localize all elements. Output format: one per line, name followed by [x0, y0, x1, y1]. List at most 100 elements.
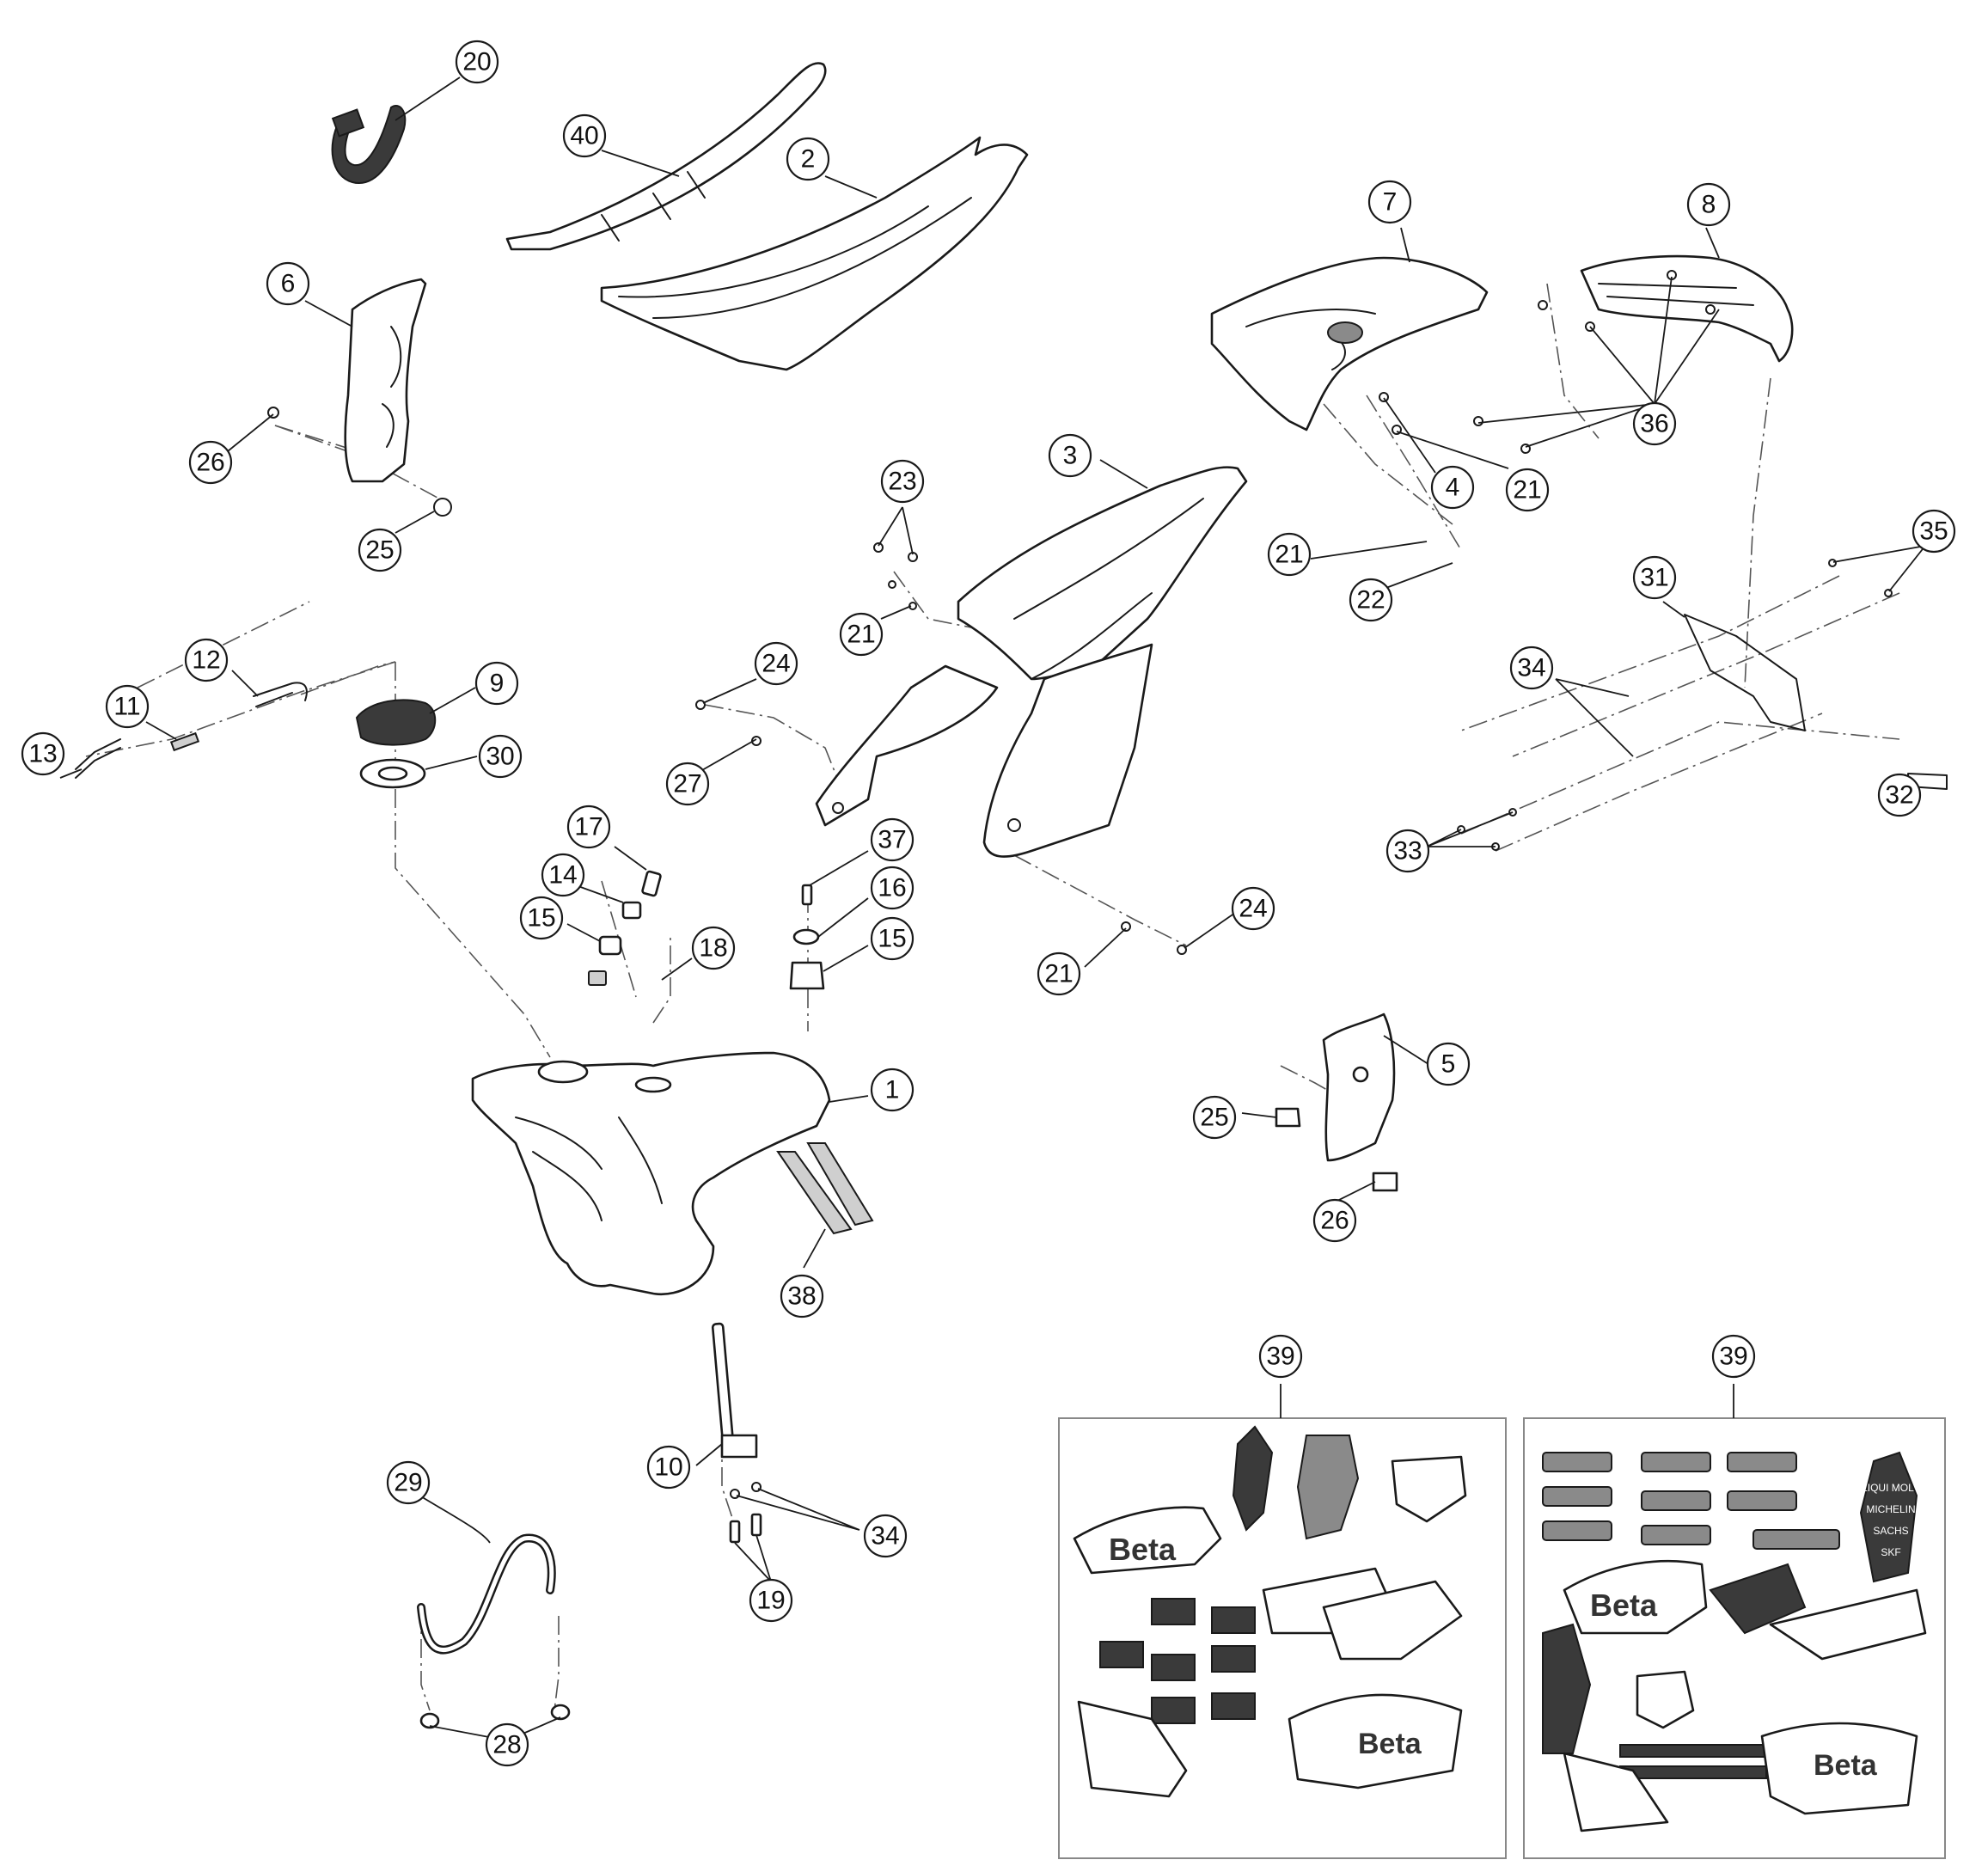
- decal-sponsor-3: SACHS: [1873, 1525, 1908, 1537]
- callout-25: 25: [358, 528, 402, 572]
- part-9-30-fuel-cap: [355, 699, 437, 789]
- callout-label: 26: [196, 449, 224, 477]
- callout-label: 1: [885, 1076, 900, 1104]
- callout-24: 24: [1231, 886, 1275, 931]
- decal-brand-left-2: Beta: [1358, 1728, 1422, 1760]
- callout-10: 10: [646, 1445, 691, 1490]
- callout-label: 37: [878, 826, 906, 854]
- callout-label: 14: [548, 861, 577, 890]
- callout-39: 39: [1258, 1334, 1303, 1379]
- part-7-rear-fender: [1210, 256, 1489, 435]
- callout-label: 27: [673, 770, 701, 798]
- callout-label: 36: [1640, 410, 1668, 438]
- callout-15: 15: [870, 916, 914, 961]
- callout-27: 27: [665, 762, 710, 806]
- callout-35: 35: [1912, 509, 1956, 554]
- callout-label: 4: [1446, 474, 1460, 502]
- callout-label: 40: [570, 122, 598, 150]
- leader-lines: [59, 76, 1926, 1741]
- callout-label: 21: [1275, 541, 1303, 569]
- callout-22: 22: [1349, 578, 1393, 622]
- callout-17: 17: [566, 805, 611, 849]
- callout-24: 24: [754, 641, 798, 686]
- callout-2: 2: [786, 137, 830, 181]
- part-14-15-17-fittings: [588, 870, 662, 986]
- callout-5: 5: [1426, 1042, 1471, 1086]
- callout-label: 17: [574, 813, 603, 841]
- decal-sponsor-4: SKF: [1881, 1546, 1900, 1558]
- callout-label: 6: [281, 270, 296, 298]
- callout-3: 3: [1048, 433, 1092, 478]
- callout-1: 1: [870, 1068, 914, 1112]
- callout-4: 4: [1430, 465, 1475, 510]
- decal-brand-left: Beta: [1109, 1532, 1177, 1567]
- part-40-seat-cover: [505, 62, 827, 251]
- callout-37: 37: [870, 817, 914, 862]
- callout-label: 39: [1266, 1343, 1294, 1371]
- callout-label: 5: [1441, 1050, 1456, 1079]
- callout-label: 28: [492, 1731, 521, 1759]
- part-3-side-panel: [815, 466, 1248, 858]
- callout-label: 31: [1640, 564, 1668, 592]
- callout-label: 11: [113, 693, 140, 721]
- callout-label: 16: [878, 874, 906, 902]
- callout-26: 26: [188, 440, 233, 485]
- callout-34: 34: [1509, 645, 1554, 690]
- callout-21: 21: [1505, 468, 1550, 512]
- callout-label: 7: [1383, 188, 1398, 217]
- callout-33: 33: [1385, 829, 1430, 873]
- part-15-16-37-mounts: [789, 884, 825, 990]
- callout-20: 20: [455, 40, 499, 84]
- callout-label: 35: [1919, 517, 1948, 546]
- callout-label: 24: [762, 650, 790, 678]
- callout-label: 23: [888, 468, 916, 496]
- callout-label: 33: [1393, 837, 1422, 866]
- callout-label: 26: [1320, 1207, 1349, 1235]
- callout-6: 6: [266, 261, 310, 306]
- callout-label: 9: [490, 670, 505, 698]
- callout-label: 30: [486, 743, 514, 771]
- part-29-28-fuel-hose: [417, 1533, 571, 1729]
- part-2-seat: [600, 136, 1029, 371]
- part-39-decal-kit-right: LIQUI MOLY MICHELIN SACHS SKF Beta Beta: [1523, 1417, 1946, 1859]
- callout-13: 13: [21, 731, 65, 776]
- callout-7: 7: [1367, 180, 1412, 224]
- callout-36: 36: [1632, 401, 1677, 446]
- callout-label: 21: [1513, 476, 1541, 505]
- decal-sponsor-2: MICHELIN: [1866, 1503, 1915, 1515]
- callout-21: 21: [1037, 951, 1081, 996]
- decal-sponsor-1: LIQUI MOLY: [1862, 1482, 1920, 1494]
- callout-21: 21: [839, 612, 884, 657]
- callout-14: 14: [541, 853, 585, 897]
- decal-brand-right: Beta: [1590, 1588, 1658, 1623]
- callout-40: 40: [562, 113, 607, 158]
- callout-label: 21: [847, 621, 875, 649]
- callout-15: 15: [519, 896, 564, 940]
- callout-label: 21: [1044, 960, 1073, 988]
- callout-30: 30: [478, 734, 523, 779]
- callout-label: 32: [1885, 781, 1913, 810]
- callout-12: 12: [184, 638, 229, 682]
- callout-23: 23: [880, 459, 925, 504]
- part-5-frame-guard: [1275, 1013, 1398, 1192]
- callout-38: 38: [780, 1274, 824, 1318]
- callout-8: 8: [1686, 182, 1731, 227]
- part-11-12-13-hoses: [75, 682, 308, 779]
- callout-label: 29: [394, 1469, 422, 1497]
- callout-label: 34: [1517, 654, 1545, 682]
- callout-9: 9: [474, 661, 519, 706]
- callout-label: 8: [1702, 191, 1716, 219]
- callout-39: 39: [1711, 1334, 1756, 1379]
- callout-label: 2: [801, 145, 816, 174]
- part-20-cable-tie: [331, 105, 407, 185]
- part-8-rear-bracket: [1473, 254, 1794, 454]
- callout-label: 39: [1719, 1343, 1747, 1371]
- callout-19: 19: [749, 1578, 793, 1623]
- callout-label: 19: [756, 1587, 785, 1615]
- callout-label: 12: [192, 646, 220, 675]
- callout-16: 16: [870, 866, 914, 910]
- callout-label: 18: [699, 934, 727, 963]
- hardware-23-21-24-27: [695, 542, 1187, 955]
